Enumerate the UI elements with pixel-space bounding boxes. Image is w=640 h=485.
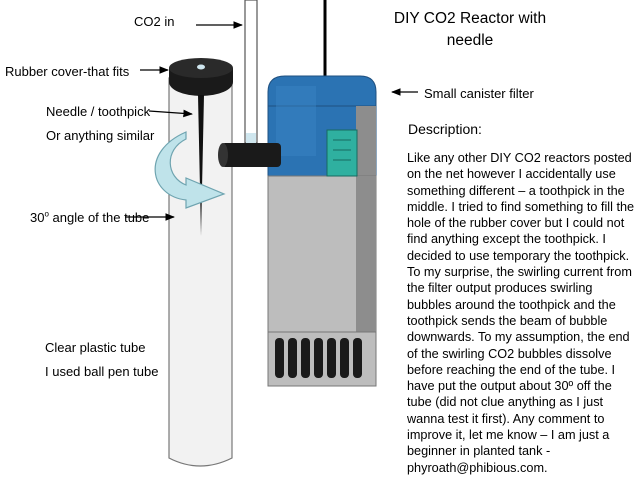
angle-value: 30 (30, 210, 45, 225)
co2-tube-tip (246, 133, 256, 143)
filter-output-nozzle (221, 143, 281, 167)
nozzle-opening (218, 143, 228, 167)
angle-text: angle of the tube (48, 210, 150, 225)
needle-toothpick (198, 95, 204, 236)
description-body: Like any other DIY CO2 reactors posted o… (407, 151, 635, 475)
tube-label: Clear plastic tube (45, 340, 146, 355)
curved-flow-arrow-icon (154, 131, 226, 209)
cover-hole (197, 64, 205, 70)
filter-label: Small canister filter (424, 86, 534, 101)
needle-label: Needle / toothpick (46, 104, 151, 119)
angle-degree-mark: o (44, 209, 49, 219)
filter-intake-vents (275, 338, 362, 378)
filter-lower-side (356, 176, 376, 368)
diagram-title: DIY CO2 Reactor with needle (393, 10, 547, 49)
needle-pointer-arrow-icon (148, 109, 193, 118)
angle-label: 30o angle of the tube (30, 210, 149, 225)
filter-teal-window (326, 129, 358, 177)
tube-label-secondary: I used ball pen tube (45, 364, 159, 379)
filter-highlight (276, 86, 316, 156)
needle-label-secondary: Or anything similar (46, 128, 155, 143)
co2-supply-tube (244, 0, 258, 144)
canister-filter (267, 75, 377, 387)
co2-in-label: CO2 in (134, 14, 175, 29)
clear-plastic-tube (168, 77, 233, 467)
rubber-cover-label: Rubber cover-that fits (5, 64, 130, 79)
description-heading: Description: (408, 121, 482, 137)
